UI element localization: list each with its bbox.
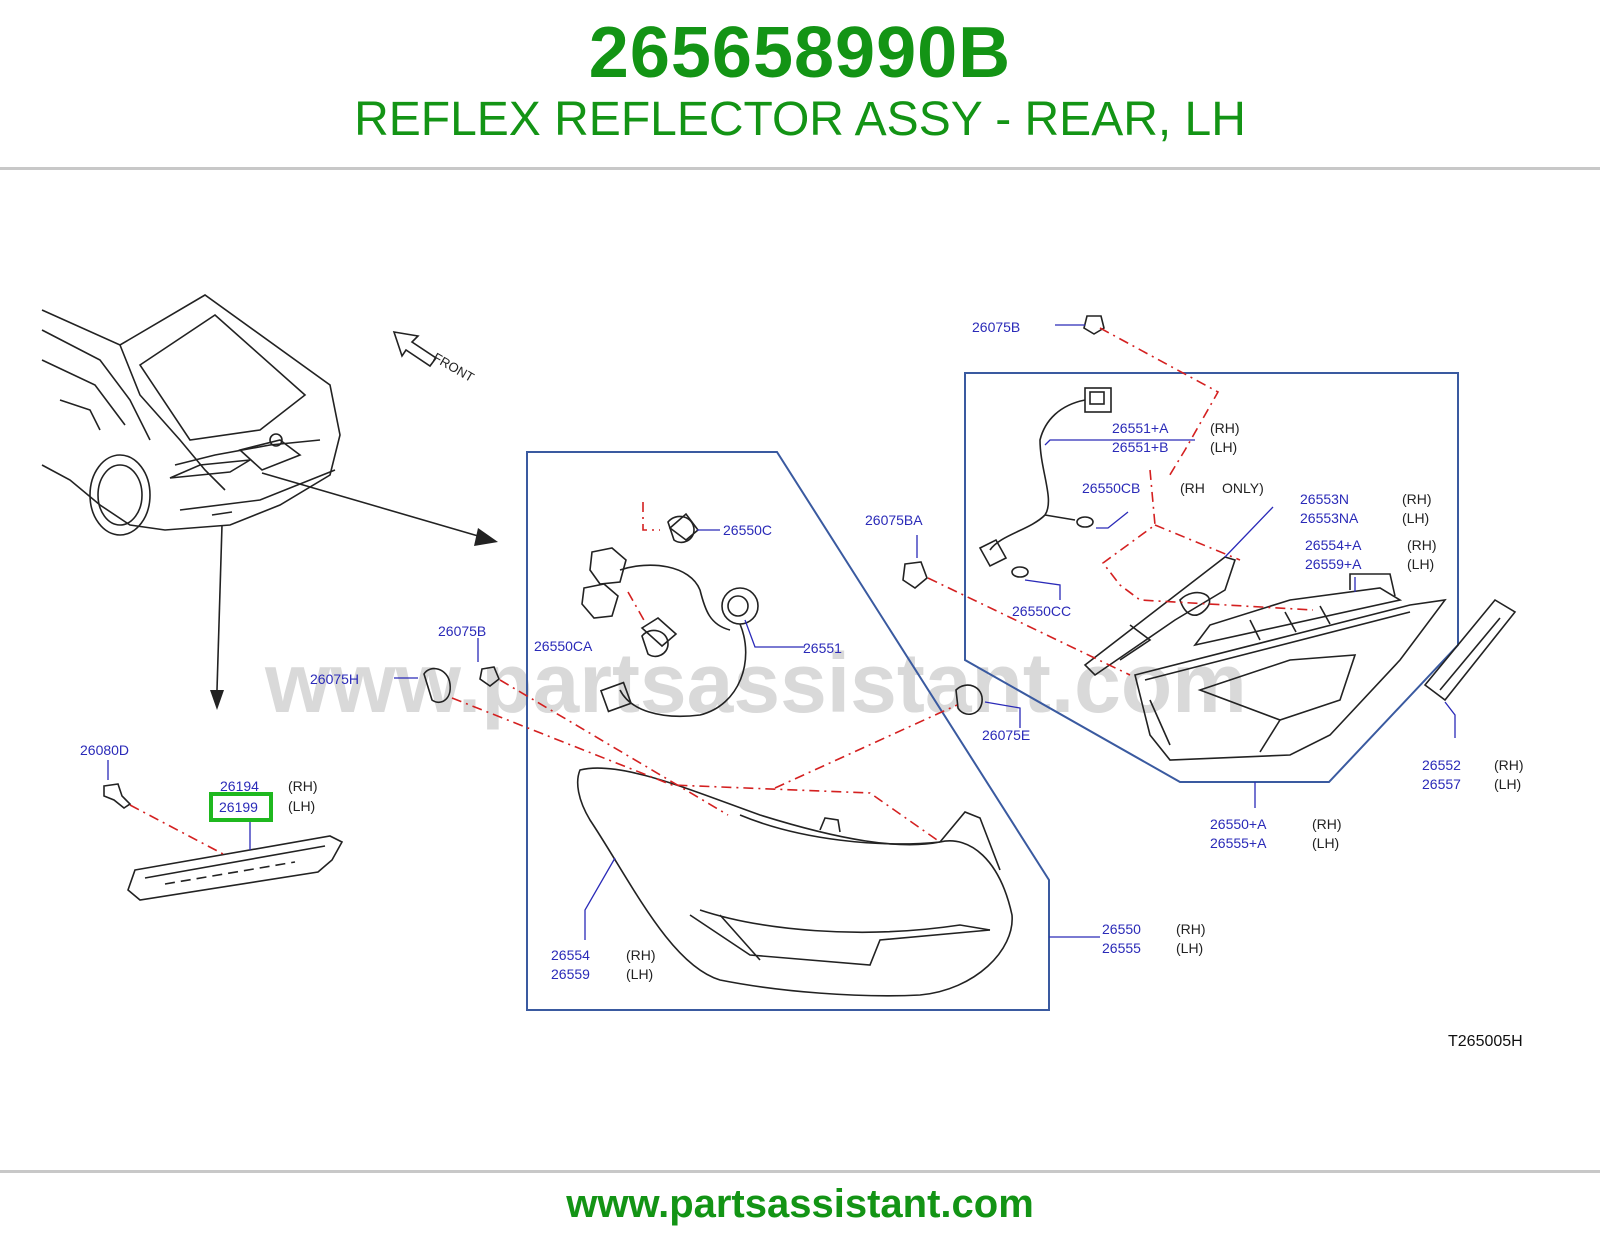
side-26557: (LH) [1494,776,1521,792]
label-26551B: 26551+B [1112,439,1168,455]
label-26552: 26552 [1422,757,1461,773]
grommet-26075BA [902,561,928,589]
label-26075H: 26075H [310,671,359,687]
highlight-26199 [209,792,273,822]
watermark-text: www.partsassistant.com [264,636,1247,730]
label-26553NA: 26553NA [1300,510,1359,526]
grommet-26075E [955,684,983,715]
label-26550CB: 26550CB [1082,480,1140,496]
label-26075E: 26075E [982,727,1030,743]
label-26080D: 26080D [80,742,129,758]
label-26555: 26555 [1102,940,1141,956]
vehicle-sketch [41,294,341,536]
assembly-lines [129,327,1314,856]
side-26550CB-b: ONLY) [1222,480,1264,496]
outer-lamp-part [576,767,1013,997]
label-26555A: 26555+A [1210,835,1267,851]
bulb-26550CA [641,629,669,658]
label-26551: 26551 [803,640,842,656]
part-labels: 26075B 26551+A (RH) 26551+B (LH) 26550CB… [80,319,1524,1050]
label-26553N: 26553N [1300,491,1349,507]
inner-lamp-box [964,372,1459,783]
front-label: FRONT [431,350,477,385]
side-26194: (RH) [288,778,318,794]
page-header: 265658990B REFLEX REFLECTOR ASSY - REAR,… [0,0,1600,170]
side-26559: (LH) [626,966,653,982]
label-26559: 26559 [551,966,590,982]
header-divider [0,167,1600,170]
nut-26075B-mid [479,666,500,687]
label-26550A: 26550+A [1210,816,1267,832]
label-26199: 26199 [219,799,258,815]
side-26554A: (RH) [1407,537,1437,553]
harness-26551A-part [978,387,1112,578]
label-26075BA: 26075BA [865,512,923,528]
reflector-26199-part [127,835,344,901]
side-26559A: (LH) [1407,556,1434,572]
label-26194: 26194 [220,778,259,794]
label-26559A: 26559+A [1305,556,1362,572]
label-26550CC: 26550CC [1012,603,1071,619]
inner-lamp-part [1134,573,1447,761]
side-26553N: (RH) [1402,491,1432,507]
side-26552: (RH) [1494,757,1524,773]
label-26554A: 26554+A [1305,537,1362,553]
part-description: REFLEX REFLECTOR ASSY - REAR, LH [354,93,1246,146]
label-26075B-mid: 26075B [438,623,486,639]
part-number-title: 265658990B [588,13,1012,93]
nut-26075B-top [1083,315,1105,335]
side-26551A: (RH) [1210,420,1240,436]
front-arrow-icon: FRONT [392,330,477,385]
lens-26552-part [1423,598,1517,702]
side-26555A: (LH) [1312,835,1339,851]
label-26557: 26557 [1422,776,1461,792]
leader-lines [107,324,1456,940]
callout-arrows [210,472,498,710]
side-26199: (LH) [288,798,315,814]
side-26554: (RH) [626,947,656,963]
diagram-reference: T265005H [1448,1033,1523,1050]
screw-26080D [103,783,132,809]
label-26550: 26550 [1102,921,1141,937]
harness-26551-part [581,512,759,718]
side-26553NA: (LH) [1402,510,1429,526]
side-26551B: (LH) [1210,439,1237,455]
label-26550C: 26550C [723,522,772,538]
fastener-parts [103,315,1105,809]
label-26551A: 26551+A [1112,420,1169,436]
grommet-26075H [423,667,451,704]
label-26550CA: 26550CA [534,638,593,654]
footer-link[interactable]: www.partsassistant.com [566,1182,1034,1226]
side-26555: (LH) [1176,940,1203,956]
side-26550A: (RH) [1312,816,1342,832]
footer-divider [0,1170,1600,1173]
bulb-26550C [667,515,695,544]
outer-lamp-box [526,451,1050,1011]
side-26550CB-a: (RH [1180,480,1205,496]
side-26550: (RH) [1176,921,1206,937]
label-26554: 26554 [551,947,590,963]
label-26075B-top: 26075B [972,319,1020,335]
